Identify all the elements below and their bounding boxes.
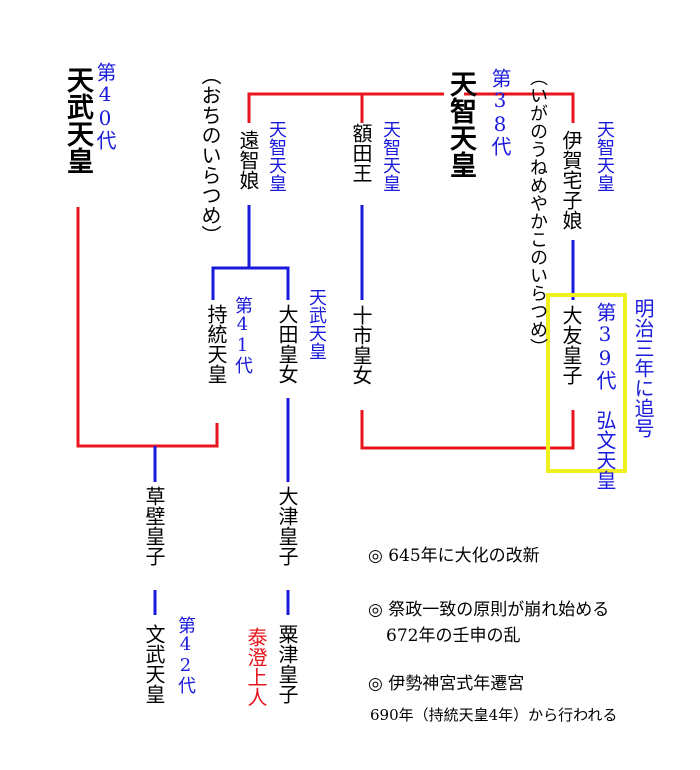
note-ise: ◎ 伊勢神宮式年遷宮 [368,674,525,694]
mommu-name: 文武天皇 [142,624,166,704]
note-saisei: ◎ 祭政一致の原則が崩れ始める [368,600,610,620]
kusakabe-name: 草壁皇子 [142,486,166,566]
tochi-name: 十市皇女 [349,305,373,385]
line-tochi-otomo [360,410,575,450]
iga-parent: 天智天皇 [594,120,615,192]
otsu-name: 大津皇子 [275,486,299,566]
nukata-name: 額田王 [349,123,373,183]
tenji-name: 天智天皇 [445,70,476,178]
line-tenji-to-ochi [247,92,444,123]
line-tenmu-jito [76,207,219,448]
otomo-posthumous-note: 明治三年に追号 [631,298,655,438]
ochi-name: 遠智娘 [236,130,260,190]
tenmu-name: 天武天皇 [62,66,93,174]
otomo-highlight-box [546,293,627,473]
ochi-reading: （おちのいらつめ） [198,65,222,245]
line-ochi-children [211,266,290,300]
tenji-generation: 第38代 [488,68,512,156]
awatsu-name: 粟津皇子 [275,624,299,704]
mommu-generation: 第42代 [175,616,196,694]
otomo-gen-title: 第39代 弘文天皇 [593,302,617,490]
ochi-parent: 天智天皇 [266,120,287,192]
tenmu-generation: 第40代 [93,62,117,150]
jito-generation: 第41代 [232,296,253,374]
iga-name: 伊賀宅子娘 [559,130,583,230]
note-jinshin: 672年の壬申の乱 [386,626,521,646]
otomo-name: 大友皇子 [559,305,583,385]
awatsu-alias: 泰澄上人 [244,627,268,707]
jito-name: 持統天皇 [204,304,228,384]
oku-parent: 天武天皇 [306,288,327,360]
nukata-parent: 天智天皇 [380,120,401,192]
line-tenji-to-iga [464,92,575,123]
otomo-title: 弘文天皇 [593,410,617,490]
note-taika: ◎ 645年に大化の改新 [368,546,540,566]
otomo-generation: 第39代 [593,302,617,390]
oku-name: 大田皇女 [275,304,299,384]
note-ise-detail: 690年（持統天皇4年）から行われる [370,706,618,724]
iga-reading: （いがのうねめやかこのいらつめ） [527,68,548,356]
